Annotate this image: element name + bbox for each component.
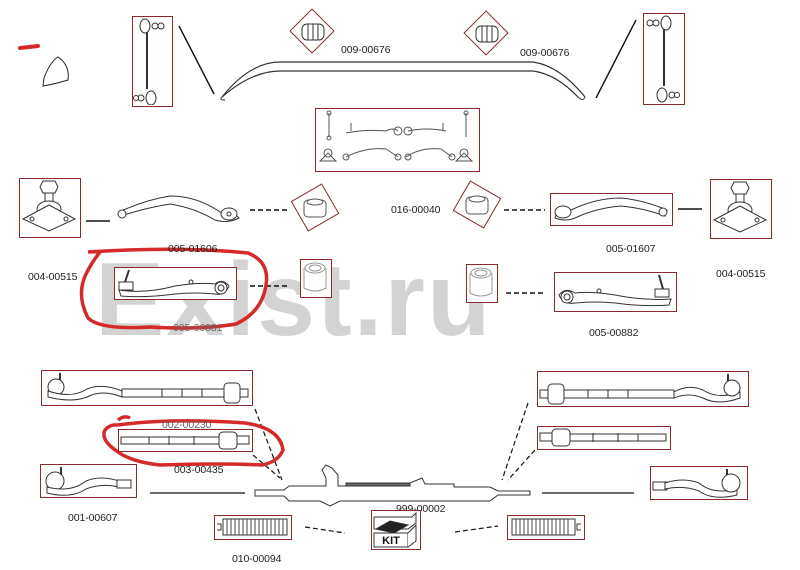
label-stabilizer-bushing-right: 009-00676: [520, 47, 570, 59]
thrust-arm-left[interactable]: [114, 267, 237, 300]
inner-tie-rod-icon: [120, 431, 250, 450]
bushing-icon: [465, 195, 489, 215]
steering-rack-drawing: [254, 464, 531, 507]
bushing-icon: [303, 198, 327, 218]
inner-tie-rod-left[interactable]: [118, 429, 253, 452]
ball-joint-right[interactable]: [710, 179, 772, 239]
tie-rod-icon: [539, 374, 741, 405]
ball-joint-left[interactable]: [19, 178, 81, 238]
label-steering-boot: 010-00094: [232, 553, 282, 565]
control-arm-icon: [554, 197, 668, 221]
tie-rod-assembly-right[interactable]: [537, 371, 749, 407]
control-arm-left[interactable]: [115, 190, 245, 226]
thrust-arm-icon: [558, 274, 672, 307]
kit-text: KIT: [382, 535, 400, 547]
thrust-bushing-right[interactable]: [466, 264, 498, 303]
stabilizer-link-right[interactable]: [643, 13, 685, 105]
arm-kit-icon: [318, 110, 474, 162]
label-inner-tie-rod: 003-00435: [174, 464, 224, 476]
tie-rod-end-icon: [652, 469, 741, 498]
label-ball-joint-right: 004-00515: [716, 268, 766, 280]
bushing-icon: [469, 267, 493, 297]
thrust-bushing-left[interactable]: [300, 259, 332, 298]
label-ball-joint-left: 004-00515: [28, 271, 78, 283]
tie-rod-end-icon: [45, 467, 132, 496]
control-arm-icon: [117, 195, 240, 223]
boot-icon: [511, 518, 581, 536]
label-tie-rod-end: 001-00607: [68, 512, 118, 524]
stabilizer-link-icon: [133, 18, 165, 105]
label-tie-rod-assembly: 002-00230: [162, 419, 212, 431]
repair-kit[interactable]: KIT: [371, 510, 421, 550]
stabilizer-link-left[interactable]: [132, 16, 173, 107]
label-thrust-arm-left: 005-00881: [173, 322, 223, 334]
ball-joint-icon: [21, 180, 77, 232]
control-arm-right[interactable]: [550, 193, 673, 226]
label-control-arm-left: 005-01606: [168, 243, 218, 255]
bushing-icon: [301, 23, 325, 41]
bushing-icon: [303, 262, 327, 292]
ball-joint-icon: [712, 181, 768, 233]
kit-box-icon: KIT: [373, 511, 417, 548]
bushing-icon: [475, 25, 499, 43]
tie-rod-end-left[interactable]: [40, 464, 137, 498]
steering-boot-left[interactable]: [214, 515, 292, 540]
label-thrust-arm-right: 005-00882: [589, 327, 639, 339]
thrust-arm-icon: [118, 269, 230, 298]
tie-rod-icon: [47, 373, 249, 404]
stabilizer-link-icon: [646, 15, 680, 103]
inner-tie-rod-right[interactable]: [537, 426, 671, 450]
inner-tie-rod-icon: [539, 428, 667, 447]
label-stabilizer-bushing-left: 009-00676: [341, 44, 391, 56]
steering-boot-right[interactable]: [507, 515, 585, 540]
label-control-arm-right: 005-01607: [606, 243, 656, 255]
label-arm-bushing: 016-00040: [391, 204, 441, 216]
suspension-arm-kit[interactable]: [315, 108, 480, 172]
boot-icon: [217, 518, 288, 536]
thrust-arm-right[interactable]: [554, 272, 677, 312]
tie-rod-end-right[interactable]: [650, 466, 748, 500]
tie-rod-assembly-left[interactable]: [41, 370, 253, 406]
